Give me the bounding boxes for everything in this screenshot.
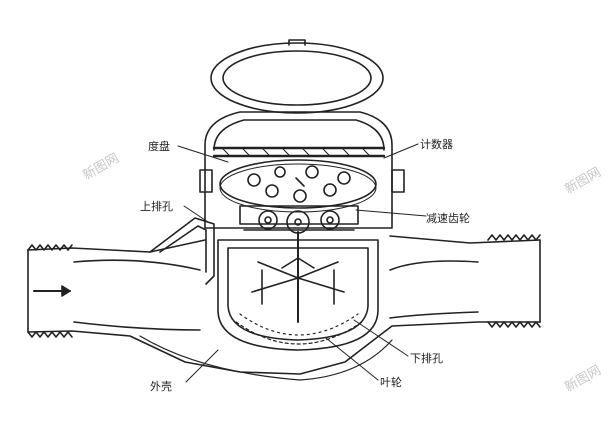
lid	[210, 39, 384, 114]
dial-disc	[219, 159, 377, 213]
watermark-right-top: 新图网	[562, 164, 604, 197]
label-impeller: 叶轮	[380, 375, 402, 389]
label-reduction-gear: 减速齿轮	[426, 211, 470, 225]
watermark-left: 新图网	[80, 150, 122, 183]
pipe-body	[27, 234, 541, 381]
watermark-right-bottom: 新图网	[562, 362, 604, 395]
reduction-gear-train	[239, 205, 359, 234]
label-shell: 外壳	[150, 379, 172, 393]
label-lower-hole: 下排孔	[410, 351, 443, 365]
leader-lines	[177, 143, 427, 383]
counter-housing	[199, 111, 405, 229]
label-counter: 计数器	[420, 138, 453, 151]
impeller-chamber	[217, 231, 379, 351]
label-upper-hole: 上排孔	[140, 199, 173, 213]
label-dial: 度盘	[148, 139, 170, 153]
upper-outlet-channel	[149, 217, 215, 285]
